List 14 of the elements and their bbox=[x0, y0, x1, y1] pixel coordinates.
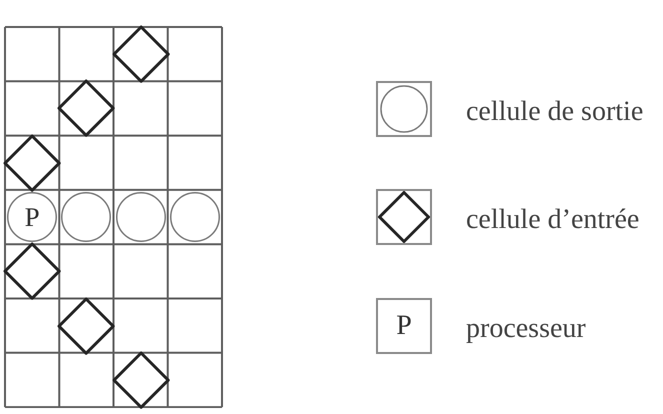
output-cell-circle bbox=[61, 192, 112, 242]
input-cell-diamond bbox=[57, 296, 116, 355]
legend-label: processeur bbox=[466, 312, 586, 343]
input-cell-diamond bbox=[3, 242, 62, 300]
input-cell-diamond bbox=[112, 25, 170, 84]
legend-label: cellule d’entrée bbox=[466, 203, 640, 234]
output-cell-circle bbox=[170, 192, 220, 242]
input-cell-diamond bbox=[57, 79, 116, 138]
output-cell-circle bbox=[116, 192, 166, 242]
processor-symbol: P bbox=[376, 298, 432, 354]
processor-circle: P bbox=[7, 192, 58, 242]
input-cell-diamond bbox=[112, 350, 170, 410]
legend-label: cellule de sortie bbox=[466, 95, 644, 126]
input-cell-diamond bbox=[3, 134, 62, 192]
